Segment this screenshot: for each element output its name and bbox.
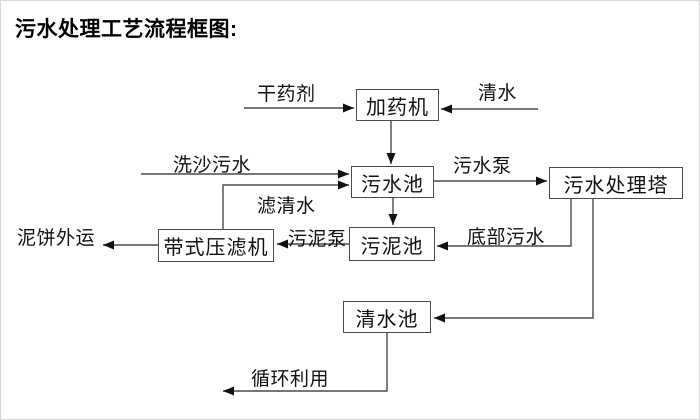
node-sludge-pool: 污泥池 bbox=[349, 227, 435, 261]
label-dry-chemical: 干药剂 bbox=[257, 84, 316, 105]
diagram-title: 污水处理工艺流程框图: bbox=[15, 18, 238, 41]
label-mud-cake-outbound: 泥饼外运 bbox=[17, 228, 96, 249]
node-sewage-treatment-tower: 污水处理塔 bbox=[549, 167, 683, 199]
edge-tower-to-clean-water-pool bbox=[434, 199, 594, 323]
node-sewage-pool: 污水池 bbox=[351, 166, 434, 198]
label-bottom-sewage: 底部污水 bbox=[467, 227, 546, 248]
label-sludge-pump: 污泥泵 bbox=[288, 229, 347, 250]
label-clean-water: 清水 bbox=[478, 83, 518, 104]
label-filtered-water: 滤清水 bbox=[257, 196, 316, 217]
node-belt-filter-press: 带式压滤机 bbox=[158, 229, 274, 262]
node-clean-water-pool: 清水池 bbox=[343, 301, 431, 333]
label-sewage-pump: 污水泵 bbox=[453, 156, 512, 177]
label-recycle-use: 循环利用 bbox=[251, 369, 330, 390]
label-sand-washing-sewage: 洗沙污水 bbox=[173, 155, 252, 176]
node-dosing-machine: 加药机 bbox=[356, 89, 439, 121]
